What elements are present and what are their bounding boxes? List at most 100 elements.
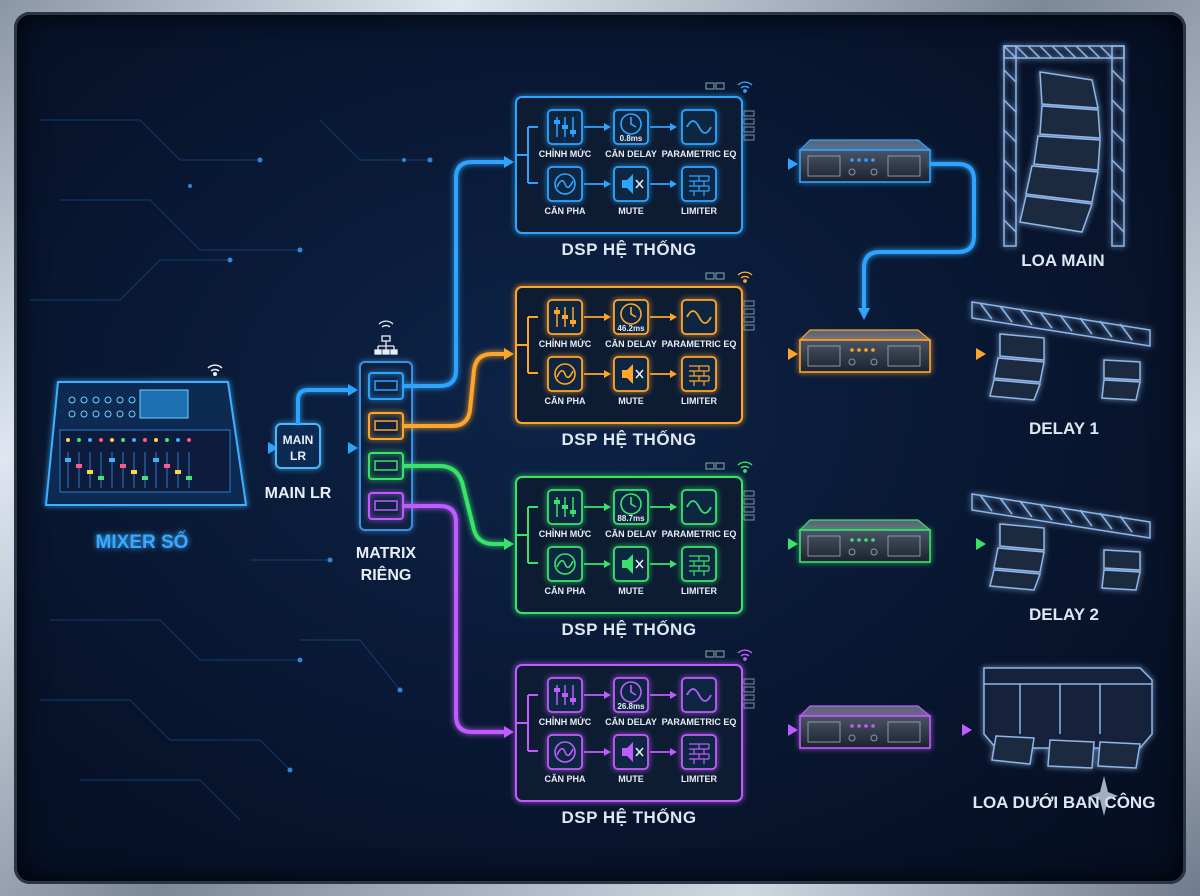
mixer-knob [92,410,100,418]
amplifier-icon [798,519,932,563]
limiter-icon [681,356,717,392]
circuit-nodes [188,157,433,773]
dsp-internal-line [516,507,529,563]
dsp-internal-line [516,317,529,373]
dsp-function-label: CĂN DELAY [605,149,657,159]
circuit-traces [30,119,430,821]
mixer-fader-cap [76,464,82,468]
amplifier-icon [798,329,932,373]
dsp-status-leds [705,82,725,90]
dsp-internal-line [528,126,538,184]
mixer-fader-cap [175,470,181,474]
mixer-fader-cap [87,470,93,474]
arrow-head [788,538,798,550]
arrow-head [670,180,677,188]
dsp-function-label: CĂN PHA [544,774,586,784]
arrow-head [670,503,677,511]
arrow-head [788,724,798,736]
dsp-function-label: CHỈNH MỨC [539,716,592,727]
arrow-head [504,726,514,738]
status-led [715,462,725,470]
matrix-to-dsp2-line [403,352,506,428]
dsp-function-label: MUTE [618,396,644,406]
delay-value: 0.8ms [620,134,643,143]
arrow-head [670,370,677,378]
speaker-array-icon [983,667,1153,769]
arrow-head [670,748,677,756]
arrow-head [670,123,677,131]
dsp-function-label: PARAMETRIC EQ [662,149,737,159]
dsp-function-label: LIMITER [681,774,717,784]
mute-icon [613,546,649,582]
arrow-head [604,691,611,699]
speaker-label-delay1: DELAY 1 [1029,419,1099,438]
arrow-head [788,158,798,170]
status-led [705,272,715,280]
status-led [705,82,715,90]
arrow-head [976,538,986,550]
limiter-icon [681,166,717,202]
dsp-side-port [743,316,755,323]
delay-value: 88.7ms [617,514,645,523]
speaker-array-icon [971,301,1151,401]
mixer-knob [154,438,158,442]
mixer-knob [80,396,88,404]
arrow-head [858,308,870,320]
mixer-knob [104,396,112,404]
dsp-function-label: CHỈNH MỨC [539,528,592,539]
dsp-side-port [743,514,755,521]
fader-icon [547,109,583,145]
arrow-head [268,442,278,454]
mixer-fader-cap [65,458,71,462]
arrow-head [976,348,986,360]
phase-icon [547,546,583,582]
mixer-knob [132,438,136,442]
dsp-side-port [743,300,755,307]
dsp-internal-line [528,316,538,374]
mixer-knob [116,410,124,418]
dsp-title: DSP HỆ THỐNG [561,429,696,449]
mixer-knob [68,396,76,404]
dsp-internal-line [516,127,529,183]
dsp-title: DSP HỆ THỐNG [561,619,696,639]
dsp-title: DSP HỆ THỐNG [561,239,696,259]
dsp-function-label: MUTE [618,586,644,596]
dsp-function-label: PARAMETRIC EQ [662,717,737,727]
status-led [705,462,715,470]
dsp-status-leds [705,462,725,470]
dsp-side-port [743,506,755,513]
status-led [715,650,725,658]
mute-icon [613,734,649,770]
arrow-head [604,748,611,756]
dsp-function-label: CĂN PHA [544,586,586,596]
mixer-knob [77,438,81,442]
mixer-fader-cap [186,476,192,480]
dsp-function-label: CĂN PHA [544,396,586,406]
matrix-label-line2: RIÊNG [361,565,412,584]
diagram-panel: MIXER SỐ MAIN LR MAIN LR MATRIX RIÊNG CH… [14,12,1186,884]
dsp-side-port [743,134,755,141]
speaker-label-delay2: DELAY 2 [1029,605,1099,624]
dsp-function-label: CĂN DELAY [605,339,657,349]
signal-flow-diagram: MIXER SỐ MAIN LR MAIN LR MATRIX RIÊNG CH… [30,45,1155,827]
status-led [715,82,725,90]
clock-icon: 0.8ms [613,109,649,145]
dsp-side-port [743,110,755,117]
arrow-head [788,348,798,360]
network-icon [374,320,398,355]
dsp-side-port [743,308,755,315]
mute-icon [613,166,649,202]
status-led [705,650,715,658]
mixer-fader-cap [164,464,170,468]
mixer-fader-cap [131,470,137,474]
matrix-to-dsp1-line [403,160,506,388]
dsp-function-label: CHỈNH MỨC [539,338,592,349]
dsp-side-port [743,118,755,125]
mixer-knob [187,438,191,442]
dsp-side-port [743,126,755,133]
mixer-knob [99,438,103,442]
dsp-function-label: CHỈNH MỨC [539,148,592,159]
arrow-head [504,538,514,550]
